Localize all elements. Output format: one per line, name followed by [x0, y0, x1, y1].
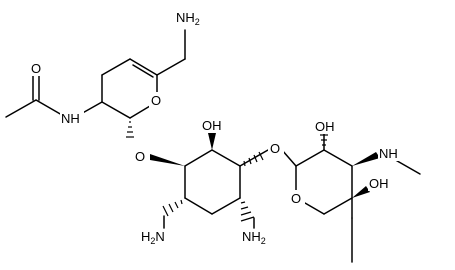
bond-ring-top — [211, 149, 241, 167]
hash-amino-right-3 — [240, 211, 252, 216]
bond-c5-c6-single — [129, 58, 158, 76]
label-glycosidic-oxygen-right: O — [270, 141, 280, 156]
bond-glycosidic-o-to-anomeric — [281, 149, 297, 167]
hash-amino-left-3 — [168, 203, 174, 213]
bond-methyl-carbonyl — [5, 99, 37, 118]
bond-pyr-c2-c3 — [323, 149, 353, 167]
wedge-ring-to-o-left — [150, 154, 185, 166]
bond-c4-c5 — [101, 58, 131, 76]
label-amino-left: H2N — [141, 229, 165, 246]
hash-amino-right-2 — [240, 206, 249, 210]
hash-ring-right-2 — [248, 157, 252, 165]
hash-amino-right-4 — [240, 216, 255, 222]
wedge-ring-to-hydroxyl — [208, 133, 216, 150]
bond-layer — [5, 29, 421, 219]
hash-amino-left-2 — [174, 201, 179, 209]
bond-ring-left-top — [184, 149, 213, 167]
bond-pyr-c4-c5 — [323, 197, 353, 215]
hash-ring-right-3 — [253, 154, 258, 163]
wedge-pyr-to-oh — [352, 186, 370, 198]
label-methylamino-nitrogen: NH — [379, 146, 398, 161]
bond-anomeric-c3 — [101, 101, 131, 119]
bond-pyr-c1-c2 — [295, 149, 325, 167]
hash-ring-right-4 — [258, 151, 264, 161]
hash-amino-right-1 — [240, 201, 246, 204]
label-hydroxyl-right-ring: OH — [315, 119, 335, 134]
label-amino-right: NH2 — [242, 229, 266, 246]
atom-label-layer: NH2 O NH O O OH O OH NH OH O — [30, 8, 402, 246]
hash-amino-left-4 — [162, 205, 169, 217]
stereo-bond-layer — [126, 121, 380, 222]
bond-pyr-c5-ring-o — [304, 202, 325, 215]
bond-carbonyl-nitrogen — [35, 99, 63, 116]
label-aminomethyl: NH2 — [176, 10, 200, 27]
label-acetamide-oxygen: O — [31, 61, 41, 76]
hash-ring-right-1 — [243, 160, 246, 167]
label-acetamide-nitrogen: NH — [61, 111, 80, 126]
bond-ring-lower-right — [211, 197, 241, 215]
bond-ring-oxygen-anomeric — [129, 105, 151, 119]
label-hydroxyl-quaternary: OH — [369, 176, 389, 191]
label-pyranose-oxygen: O — [291, 191, 301, 206]
label-hydroxyl-center: OH — [202, 118, 222, 133]
bond-c5-c6-double — [132, 64, 154, 78]
bond-ring-lower-left — [184, 197, 213, 215]
label-glycosidic-oxygen-left: O — [135, 149, 145, 164]
bond-c6-ch2 — [156, 58, 186, 76]
hash-amino-left-1 — [180, 199, 183, 205]
label-dihydropyran-oxygen: O — [151, 93, 161, 108]
amino-connector-layer — [163, 215, 353, 263]
wedge-pyr-to-nh — [352, 152, 380, 166]
